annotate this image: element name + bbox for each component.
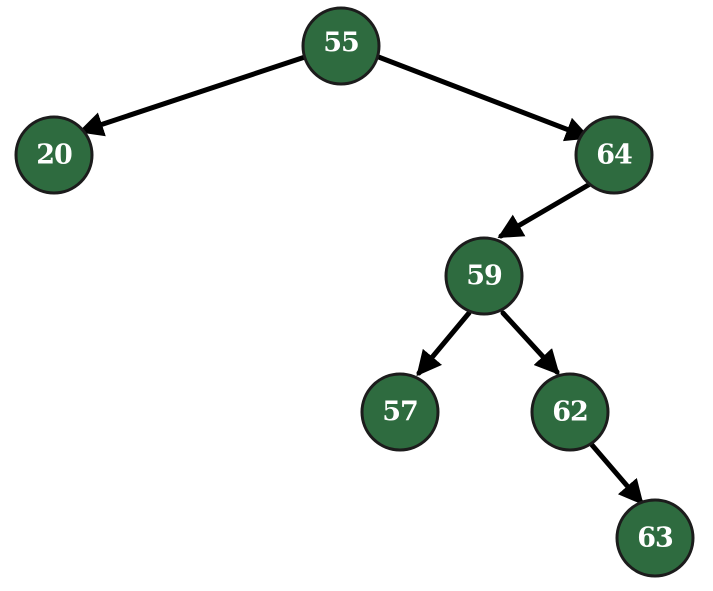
node-label: 63 — [637, 523, 673, 554]
node-circle — [14, 115, 94, 195]
tree-node-64: 64 — [574, 115, 654, 195]
node-circle — [360, 372, 440, 452]
edge-55-20 — [78, 53, 311, 137]
edges — [78, 53, 644, 506]
edge-64-59 — [497, 181, 593, 239]
edge-59-57 — [416, 310, 472, 377]
node-circle — [301, 6, 381, 86]
node-circle — [530, 372, 610, 452]
node-label: 55 — [323, 28, 359, 59]
node-label: 59 — [466, 261, 502, 292]
tree-node-55: 55 — [301, 6, 381, 86]
node-label: 20 — [36, 140, 72, 171]
node-label: 64 — [596, 140, 632, 171]
node-label: 57 — [382, 397, 418, 428]
node-circle — [574, 115, 654, 195]
tree-node-57: 57 — [360, 372, 440, 452]
node-circle — [444, 236, 524, 316]
edge-55-64 — [373, 53, 591, 142]
tree-node-62: 62 — [530, 372, 610, 452]
edge-59-62 — [500, 310, 560, 375]
node-label: 62 — [552, 397, 588, 428]
tree-node-63: 63 — [615, 498, 695, 578]
tree-node-59: 59 — [444, 236, 524, 316]
edge-62-63 — [589, 442, 644, 506]
node-circle — [615, 498, 695, 578]
tree-node-20: 20 — [14, 115, 94, 195]
